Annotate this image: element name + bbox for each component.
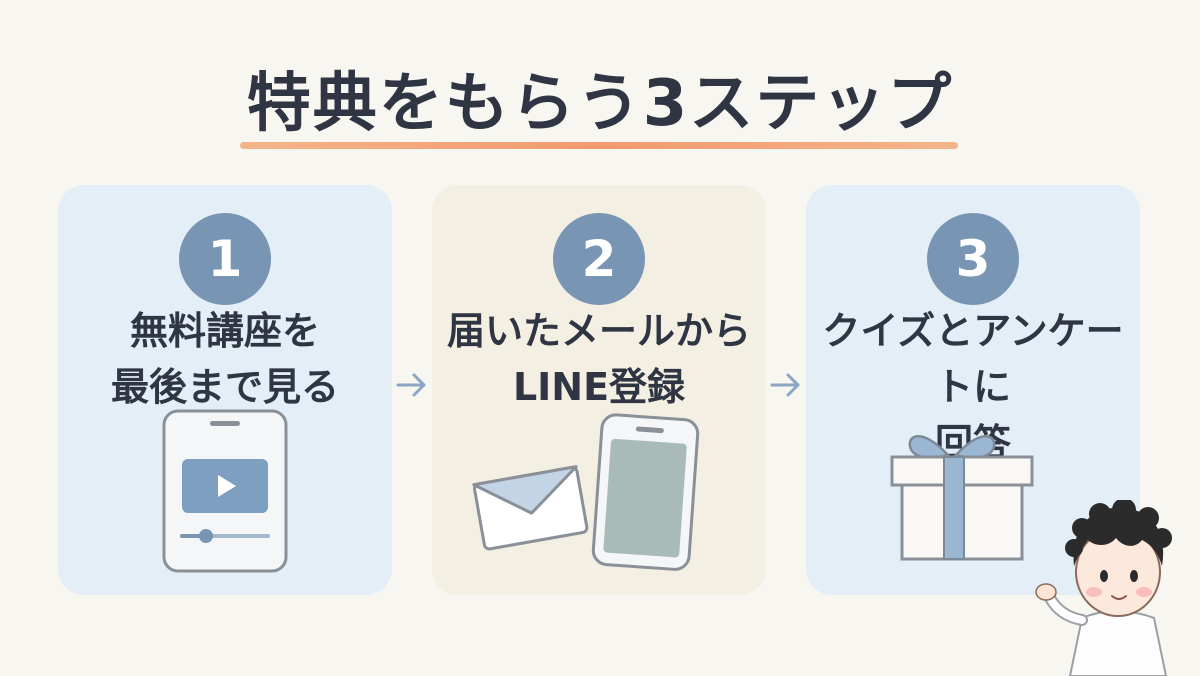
arrow-right-icon [396, 373, 426, 397]
step-3-line-1: クイズとアンケートに [822, 309, 1124, 409]
step-text-2: 届いたメールから LINE登録 [432, 303, 766, 415]
step-card-2: 2 届いたメールから LINE登録 [432, 185, 766, 595]
step-text-1: 無料講座を 最後まで見る [58, 303, 392, 415]
step-1-line-1: 無料講座を [129, 309, 320, 353]
page-title: 特典をもらう3ステップ [246, 67, 954, 141]
step-card-1: 1 無料講座を 最後まで見る [58, 185, 392, 595]
gift-icon [890, 434, 1034, 561]
character-illustration [1035, 500, 1172, 676]
step-1-line-2: 最後まで見る [110, 365, 339, 409]
step-2-line-2: LINE登録 [512, 365, 686, 409]
title-underline [240, 142, 958, 149]
step-number-1: 1 [179, 213, 271, 305]
step-number-2: 2 [553, 213, 645, 305]
step-2-line-1: 届いたメールから [446, 309, 751, 353]
video-phone-icon [162, 409, 288, 573]
arrow-right-icon [770, 373, 800, 397]
step-number-3: 3 [927, 213, 1019, 305]
mail-phone-icon [472, 413, 700, 571]
